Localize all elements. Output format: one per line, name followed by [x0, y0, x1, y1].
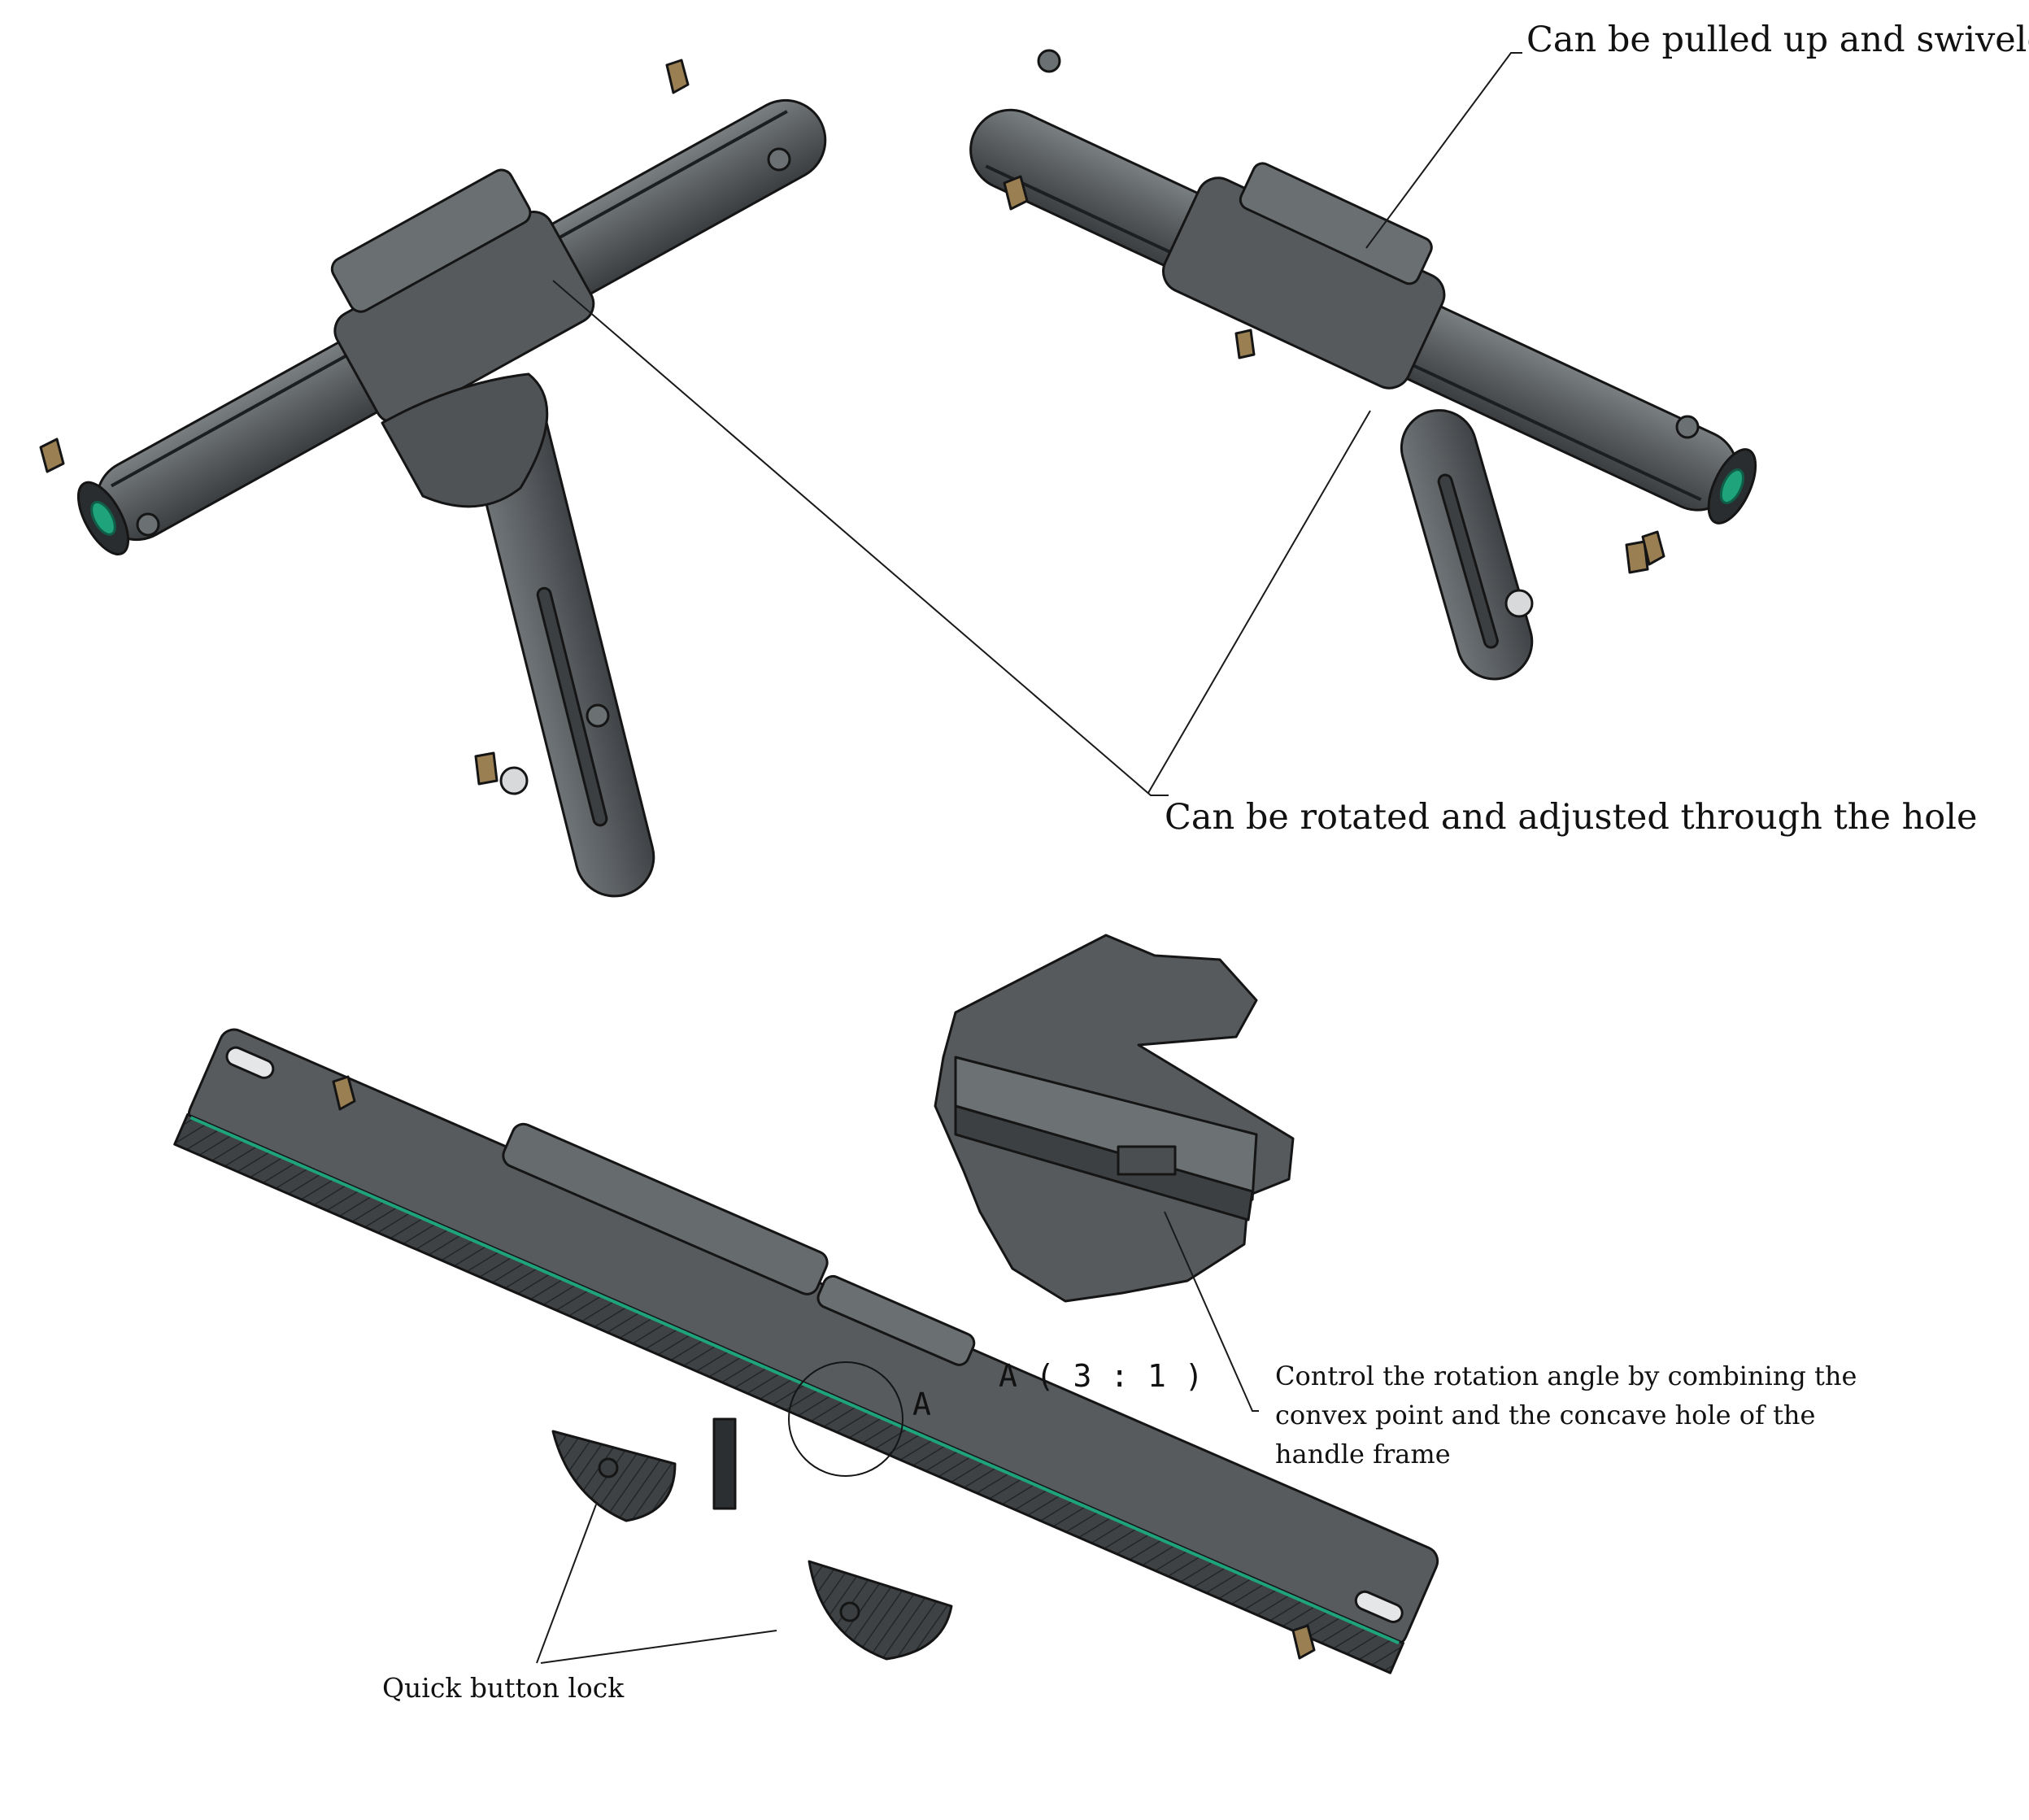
- annotation-pull-swivel: Can be pulled up and swiveled: [1526, 20, 2029, 60]
- annotation-rotate-hole: Can be rotated and adjusted through the …: [1165, 797, 1978, 838]
- assembly-view-right: [969, 49, 1757, 681]
- detail-view-a: [934, 934, 1295, 1303]
- annotation-rotation-angle: Control the rotation angle by combining …: [1275, 1361, 1857, 1469]
- leader-lines: [536, 52, 1522, 1664]
- section-view: [173, 1028, 1439, 1674]
- annotation-quick-button-lock: Quick button lock: [382, 1672, 625, 1704]
- detail-view-label: A ( 3 : 1 ): [999, 1358, 1204, 1394]
- detail-marker-a: A: [912, 1387, 931, 1422]
- assembly-view-left: [39, 59, 827, 898]
